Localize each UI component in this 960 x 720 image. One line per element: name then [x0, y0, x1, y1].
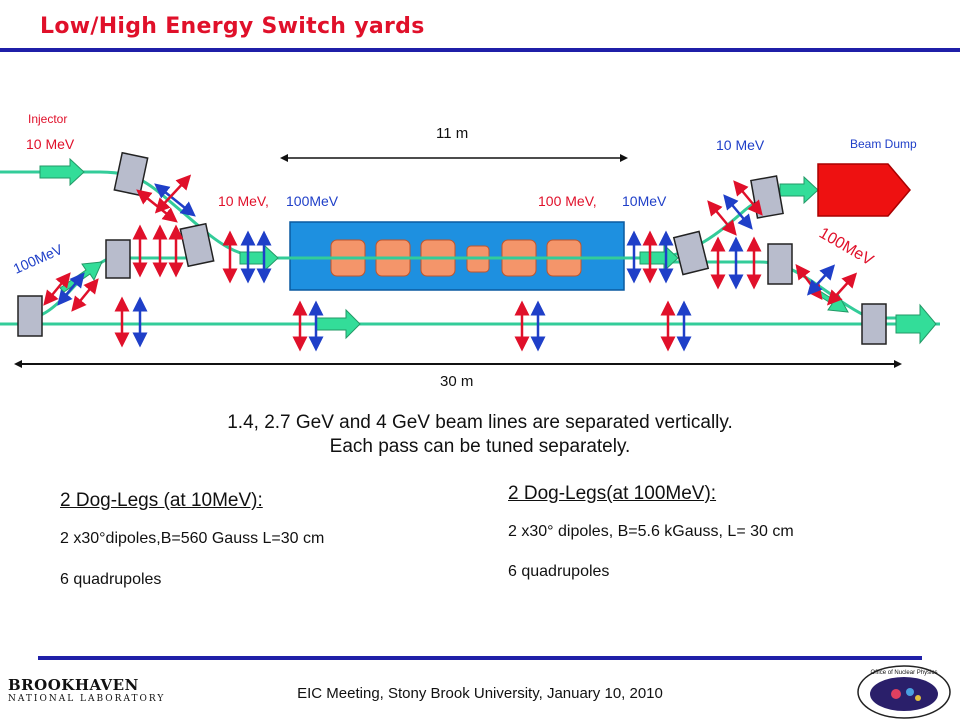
dogleg-low-title: 2 Dog-Legs (at 10MeV):	[60, 490, 263, 511]
nuclear-physics-logo: Office of Nuclear Physics	[857, 665, 951, 719]
dipole	[672, 230, 710, 276]
right-100mev-label: 100MeV	[816, 225, 876, 270]
brookhaven-logo-sub: NATIONAL LABORATORY	[8, 694, 166, 704]
beam-dump-label: Beam Dump	[850, 137, 917, 151]
left-mixed-energy-100: 100MeV	[286, 193, 339, 209]
right-mixed-energy-100: 100 MeV,	[538, 193, 597, 209]
dogleg-low-line-2: 6 quadrupoles	[60, 571, 162, 588]
dogleg-high-line-2: 6 quadrupoles	[508, 563, 610, 580]
dipole	[750, 175, 784, 219]
left-100mev-label: 100MeV	[11, 241, 66, 277]
summary-line-1: 1.4, 2.7 GeV and 4 GeV beam lines are se…	[227, 412, 733, 433]
brookhaven-logo: BROOKHAVEN NATIONAL LABORATORY	[8, 676, 165, 704]
dogleg-low-line-1: 2 x30°dipoles,B=560 Gauss L=30 cm	[60, 530, 325, 547]
right-energy-label: 10 MeV	[716, 137, 765, 153]
beam-arrow	[895, 303, 937, 345]
dogleg-high-line-1: 2 x30° dipoles, B=5.6 kGauss, L= 30 cm	[508, 523, 794, 540]
dipole	[17, 295, 43, 337]
brookhaven-logo-name: BROOKHAVEN	[8, 676, 139, 694]
quad-red	[154, 174, 192, 214]
beam-dump	[817, 163, 911, 217]
beam-arrow	[639, 243, 679, 273]
switchyard-diagram: Injector 10 MeV 11 m 10 MeV Beam Dump 10…	[0, 112, 940, 390]
injector-energy-label: 10 MeV	[26, 136, 75, 152]
dipole	[105, 239, 131, 279]
beam-arrow	[779, 175, 819, 205]
summary-line-2: Each pass can be tuned separately.	[329, 436, 631, 457]
dipole	[861, 303, 887, 345]
beam-arrow	[315, 308, 361, 340]
dipole	[767, 243, 793, 285]
nuclear-physics-logo-text: Office of Nuclear Physics	[871, 670, 938, 676]
dipole	[113, 151, 149, 197]
beam-arrow	[39, 157, 85, 187]
slide-title: Low/High Energy Switch yards	[40, 14, 425, 39]
dogleg-high-title: 2 Dog-Legs(at 100MeV):	[508, 483, 717, 504]
quad-red	[71, 278, 99, 312]
injector-label: Injector	[28, 112, 67, 126]
beam-arrow	[239, 243, 279, 273]
dipole	[179, 222, 215, 268]
length-11m-label: 11 m	[436, 125, 468, 142]
quad-red	[733, 180, 763, 216]
title-rule	[0, 48, 960, 52]
length-30m-label: 30 m	[440, 373, 473, 390]
left-mixed-energy-10: 10 MeV,	[218, 193, 269, 209]
beam-arrow	[59, 261, 103, 293]
quad-red	[826, 272, 858, 306]
footer-rule	[38, 656, 922, 660]
quad-red	[707, 200, 737, 236]
footer-meeting-text: EIC Meeting, Stony Brook University, Jan…	[297, 685, 663, 702]
right-mixed-energy-10: 10MeV	[622, 193, 667, 209]
quadrupoles	[43, 174, 858, 352]
